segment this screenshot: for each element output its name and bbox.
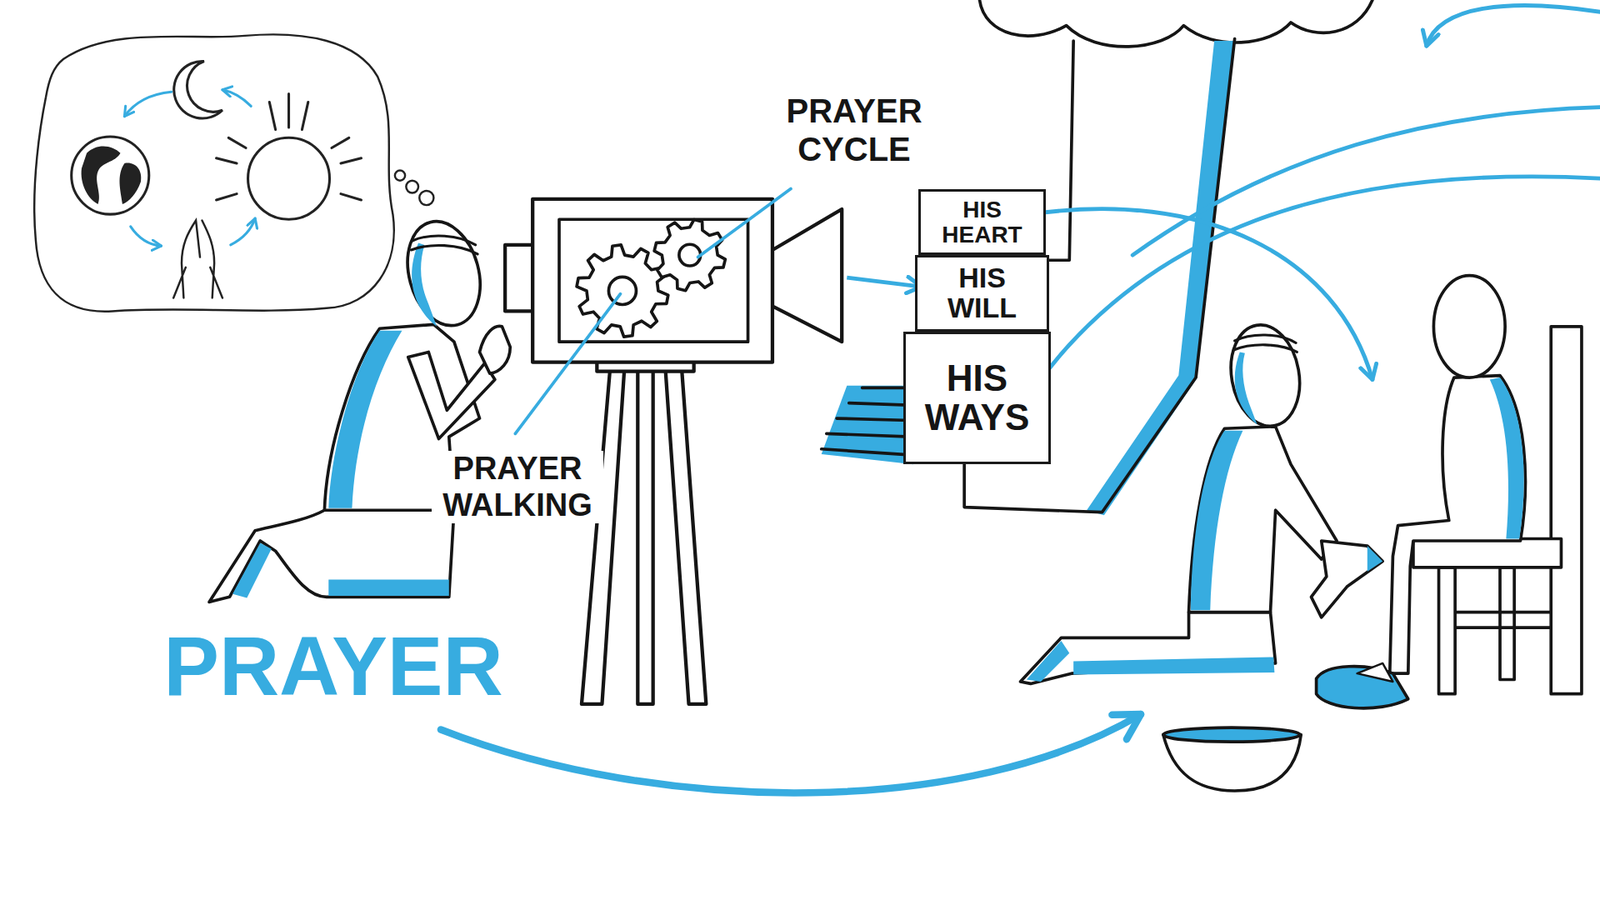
gear-icon: [576, 220, 725, 338]
kneeling-person: [1189, 426, 1338, 613]
card-text: HIS WAYS: [915, 359, 1040, 436]
camera: [505, 245, 533, 312]
camera: [532, 199, 773, 363]
thought-bubble: [120, 163, 142, 205]
cycle-arrows: [124, 90, 255, 246]
praying-person: [328, 580, 449, 597]
camera: [637, 367, 653, 705]
bowl: [1163, 727, 1301, 791]
bowl: [1163, 727, 1300, 742]
flow-arrow: [1132, 107, 1600, 256]
camera: [772, 209, 842, 342]
card-text: HIS WILL: [930, 263, 1035, 323]
thought-bubble: [174, 60, 223, 119]
tree-structure: [980, 0, 1373, 47]
seated-person: [1433, 275, 1505, 378]
cycle-arrows: [230, 218, 255, 245]
callout-label: PRAYER CYCLE: [770, 91, 938, 169]
praying-person: [209, 510, 455, 602]
flow-arrow: [1030, 209, 1373, 380]
camera: [581, 367, 625, 705]
thought-bubble: [248, 137, 330, 220]
chair: [1550, 326, 1582, 695]
praying-person: [410, 235, 478, 255]
thought-bubble: [34, 34, 434, 311]
kneeling-person: [1310, 540, 1383, 618]
card-box: HIS HEART: [918, 189, 1046, 255]
thought-bubble: [405, 180, 419, 194]
kneeling-person: [1020, 612, 1275, 685]
kneeling-person: [1190, 430, 1243, 611]
kneeling-person: [1026, 640, 1070, 682]
gear-icon: [679, 244, 701, 266]
camera: [665, 367, 706, 705]
kneeling-person: [1223, 319, 1308, 432]
kneeling-person: [1367, 545, 1383, 572]
thought-bubble: [395, 170, 405, 180]
flow-arrow: [440, 714, 1141, 793]
thought-bubble: [216, 94, 362, 200]
gear-icon: [608, 276, 636, 305]
tree-structure: [821, 387, 914, 455]
gear-icon: [654, 220, 725, 291]
cycle-arrows: [130, 226, 162, 246]
thought-bubble: [81, 145, 121, 205]
chair: [1439, 567, 1456, 695]
flow-arrow: [1030, 176, 1600, 394]
praying-person: [396, 213, 491, 335]
kneeling-person: [1233, 335, 1297, 353]
chair: [1500, 567, 1515, 680]
praying-person: [328, 330, 402, 509]
leader-line: [698, 189, 791, 258]
flow-arrow: [1426, 5, 1600, 47]
thought-bubble: [173, 220, 223, 298]
praying-person: [480, 325, 511, 374]
chair: [1413, 539, 1562, 568]
kneeling-person: [1235, 351, 1258, 425]
leader-line: [515, 294, 620, 435]
tree-structure: [821, 0, 1373, 515]
praying-person: [411, 242, 437, 326]
cycle-arrows: [222, 90, 251, 107]
tree-structure: [821, 385, 914, 465]
gear-icon: [576, 245, 669, 337]
camera: [559, 219, 749, 342]
praying-person: [232, 542, 272, 598]
cycle-arrows: [124, 91, 171, 116]
flow-arrow: [440, 5, 1600, 794]
chair: [1455, 612, 1551, 628]
section-title: PRAYER: [150, 618, 517, 715]
seated-person: [1357, 663, 1394, 682]
kneeling-person: [1020, 319, 1383, 684]
seated-person: [1316, 275, 1526, 709]
card-text: HIS HEART: [932, 197, 1033, 247]
thought-bubble: [71, 136, 150, 215]
praying-person: [408, 351, 495, 439]
seated-person: [1390, 375, 1526, 675]
flow-arrow: [846, 277, 921, 287]
leader-line: [515, 189, 791, 435]
tree-structure: [1086, 40, 1235, 515]
card-box: HIS WAYS: [903, 331, 1051, 465]
tree-structure: [1049, 40, 1074, 260]
praying-person: [209, 213, 510, 603]
thought-bubble: [34, 34, 395, 311]
seated-person: [1490, 377, 1525, 539]
callout-label: PRAYER WALKING: [431, 450, 604, 524]
thought-bubble: [419, 190, 434, 205]
card-box: HIS WILL: [915, 255, 1050, 332]
kneeling-person: [1073, 657, 1275, 675]
